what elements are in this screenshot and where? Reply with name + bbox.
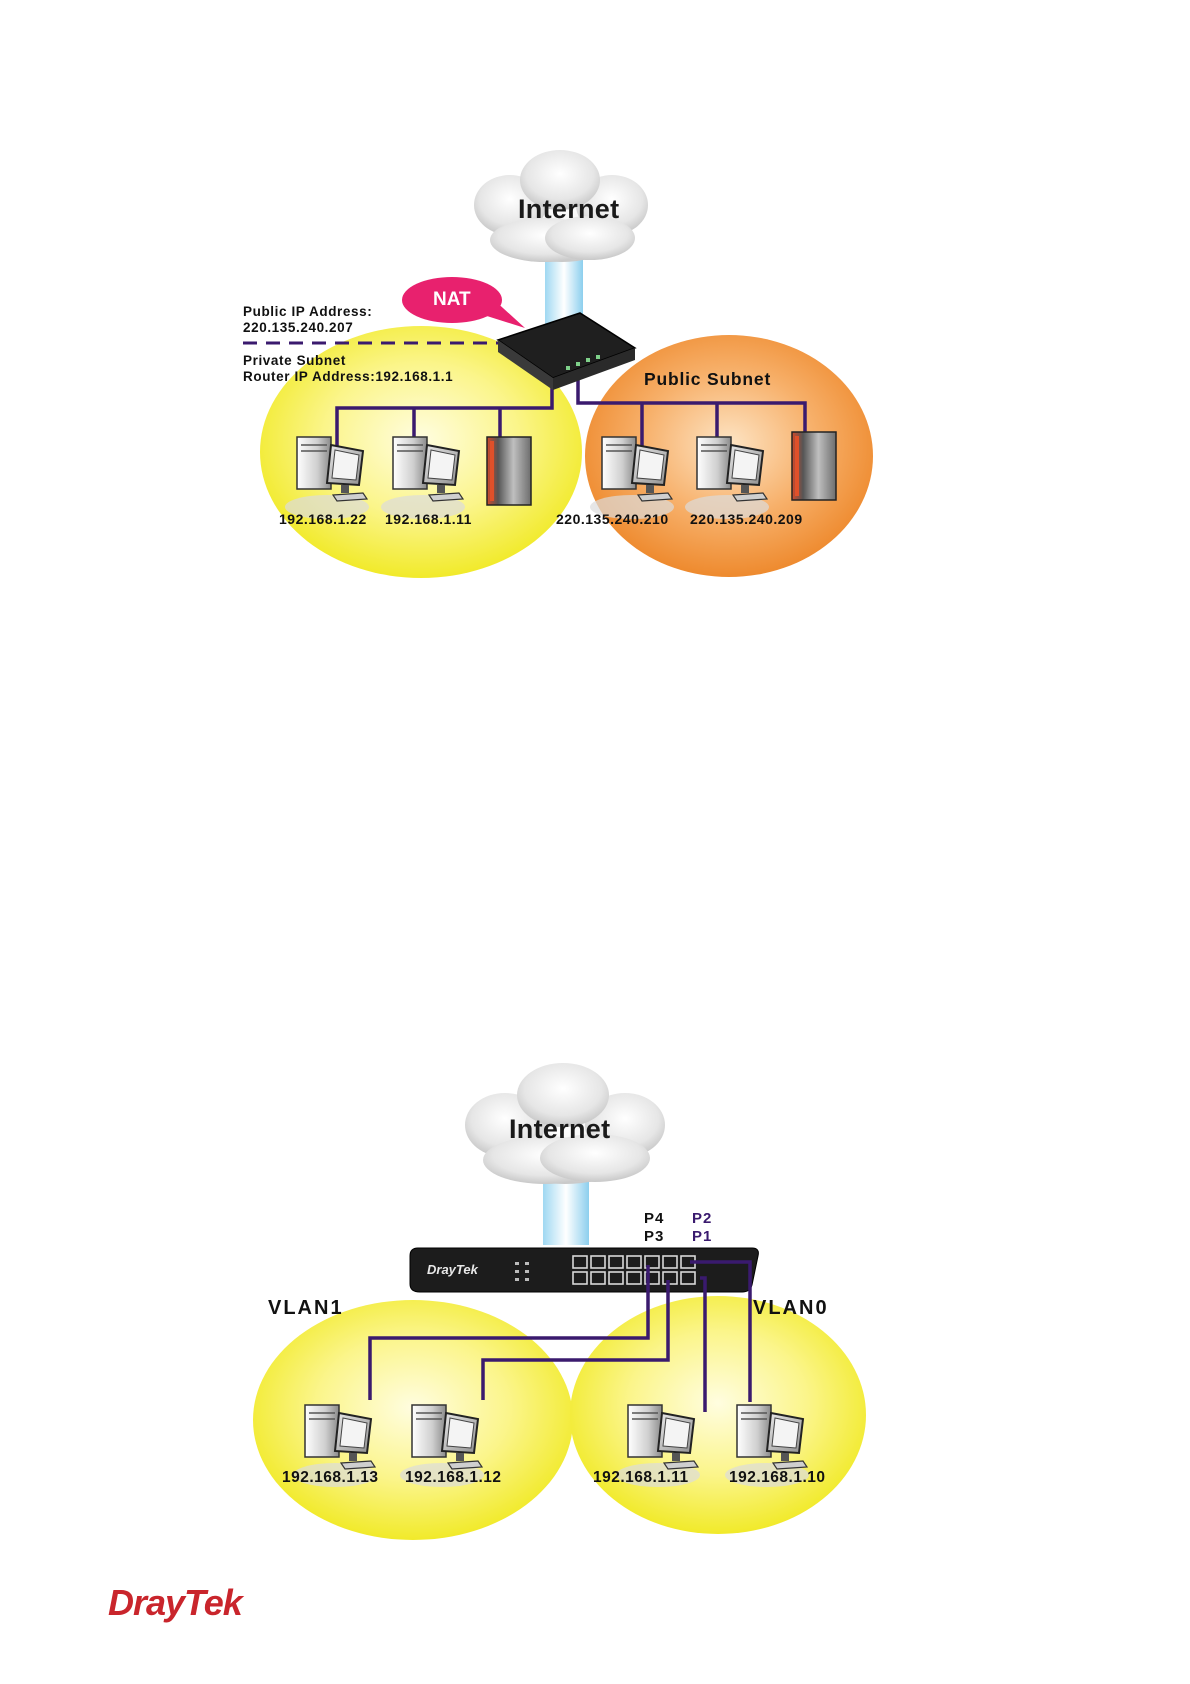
host-ip-label: 192.168.1.12 [405, 1469, 502, 1487]
port-label-p3: P3 [644, 1228, 664, 1245]
host-ip-label: 192.168.1.11 [385, 511, 472, 527]
host-ip-label: 192.168.1.13 [282, 1469, 379, 1487]
public-server [792, 432, 836, 500]
internet-label: Internet [518, 194, 619, 225]
private-server [487, 437, 531, 505]
private-subnet-label: Private Subnet [243, 353, 346, 369]
host-ip-label: 220.135.240.210 [556, 511, 669, 527]
vlan0-label: VLAN0 [753, 1297, 829, 1320]
host-ip-label: 192.168.1.22 [279, 511, 367, 527]
host-ip-label: 220.135.240.209 [690, 511, 803, 527]
internet-label-2: Internet [509, 1114, 610, 1145]
router-ip-label: Router IP Address:192.168.1.1 [243, 369, 453, 385]
port-label-p2: P2 [692, 1210, 712, 1227]
pc-220-135-240-210 [590, 437, 674, 519]
pc-220-135-240-209 [685, 437, 769, 519]
router-brand: DrayTek [427, 1262, 478, 1277]
host-ip-label: 192.168.1.11 [593, 1469, 689, 1487]
draytek-logo: DrayTek [108, 1582, 242, 1624]
pc-192-168-1-22 [285, 437, 369, 519]
host-ip-label: 192.168.1.10 [729, 1469, 826, 1487]
public-ip-label: Public IP Address: [243, 304, 372, 320]
vlan1-label: VLAN1 [268, 1297, 344, 1320]
pc-192-168-1-11 [381, 437, 465, 519]
vlan0-zone [570, 1296, 866, 1534]
port-label-p4: P4 [644, 1210, 664, 1227]
public-subnet-label: Public Subnet [644, 369, 771, 390]
port-label-p1: P1 [692, 1228, 712, 1245]
public-ip-value: 220.135.240.207 [243, 320, 353, 336]
nat-label: NAT [433, 289, 471, 311]
